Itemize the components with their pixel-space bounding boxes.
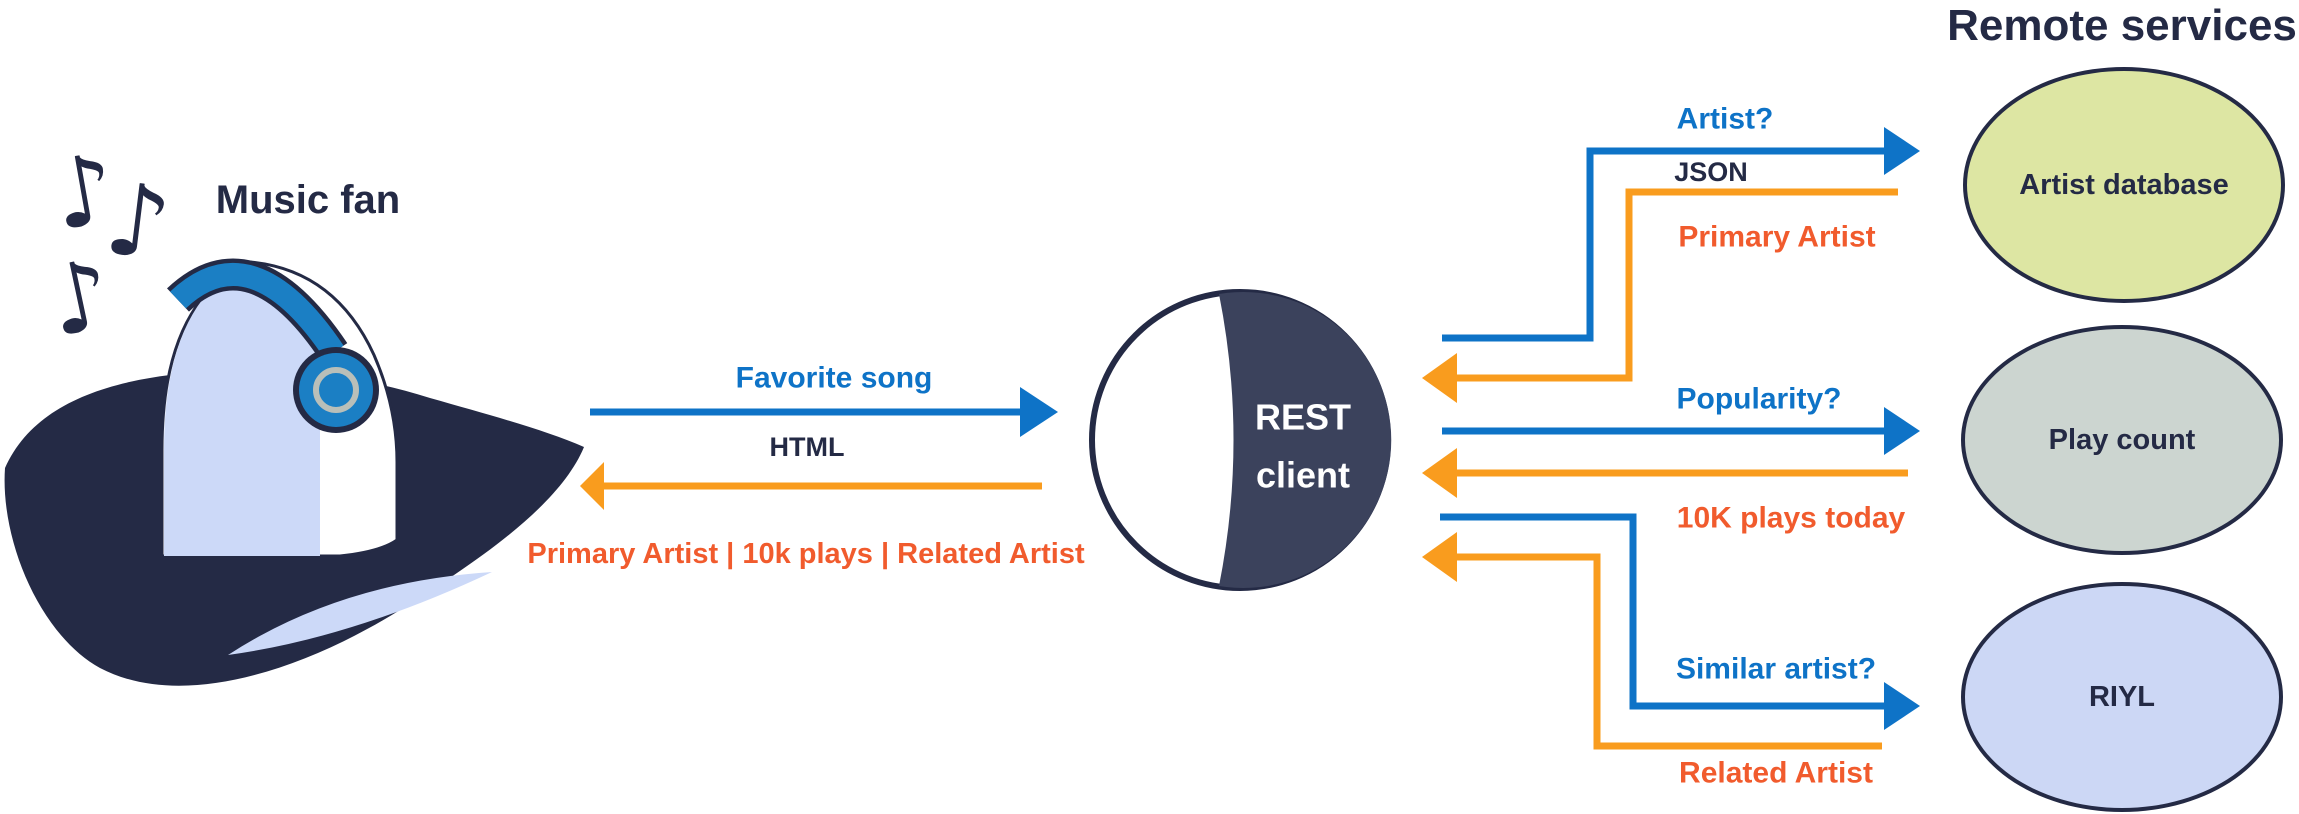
client-response-arrow [580,462,1042,510]
service-response-arrow-similar [1422,532,1882,750]
service-request-label-popularity: Popularity? [1676,382,1842,416]
ear-cup [299,353,373,427]
ear-cup-ring [313,367,359,413]
rest-client-circle [1089,289,1392,591]
music-fan-illustration [4,258,585,686]
service-label-play-count: Play count [2048,423,2196,456]
service-ellipse-artist-database: Artist database [1963,67,2285,303]
rest-client-label-line1: REST [1254,396,1352,438]
face-shape [164,262,320,556]
service-response-label-popularity: 10K plays today [1676,501,1906,535]
service-response-label-artist: Primary Artist [1678,220,1876,254]
service-request-arrow-artist [1442,127,1920,342]
service-request-arrow-similar [1440,513,1920,730]
service-response-arrow-popularity [1422,448,1908,498]
client-response-label: Primary Artist | 10k plays | Related Art… [527,538,1085,571]
service-request-label-artist: Artist? [1676,102,1774,136]
headphone-band [170,263,344,359]
service-protocol-label-artist: JSON [1674,157,1748,188]
rest-client-label-line2: client [1255,455,1351,496]
client-protocol-label: HTML [769,432,845,463]
service-response-arrow-artist [1422,188,1898,403]
music-fan-label: Music fan [215,178,401,222]
client-request-label: Favorite song [735,361,933,395]
service-response-label-similar: Related Artist [1679,756,1873,790]
rest-client-dark-half [1219,292,1392,588]
service-request-label-similar: Similar artist? [1675,652,1877,686]
collar-crescent-shape [228,572,492,655]
remote-services-title: Remote services [1947,0,2297,50]
service-label-riyl: RIYL [2088,680,2156,713]
rest-client-label: REST client [1255,389,1351,506]
service-ellipse-play-count: Play count [1961,325,2283,555]
headphones-icon [167,258,379,433]
client-request-arrow [590,387,1058,437]
service-ellipse-riyl: RIYL [1961,582,2283,812]
service-request-arrow-popularity [1442,407,1920,455]
service-label-artist-database: Artist database [2019,168,2229,201]
